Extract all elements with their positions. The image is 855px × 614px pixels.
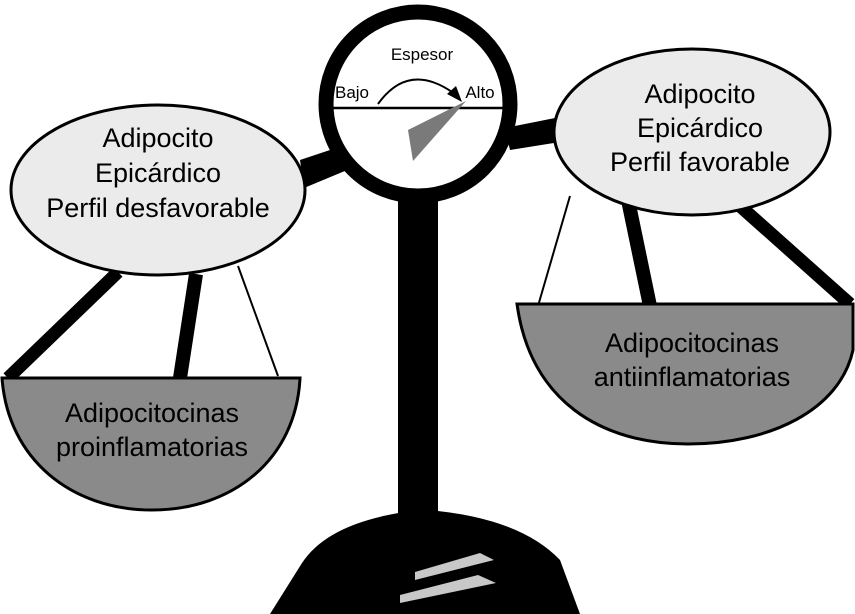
left-pan-line1: Adipocitocinas [65, 398, 239, 428]
right-string-outer [537, 195, 571, 307]
right-bubble-line3: Perfil favorable [610, 147, 790, 177]
right-bubble [552, 47, 832, 217]
left-bubble-line1: Adipocito [102, 123, 213, 153]
base-stripe-upper [415, 553, 494, 580]
right-pan-line2: antiinflamatorias [594, 362, 791, 392]
right-bubble-line1: Adipocito [644, 79, 755, 109]
left-bubble [9, 103, 307, 277]
gauge-dial [318, 4, 518, 204]
gauge-high-label: Alto [465, 83, 494, 102]
left-string-outer [3, 267, 123, 383]
left-string-inner [237, 265, 279, 377]
beam-right [505, 118, 560, 150]
thickness-gauge: Espesor Bajo Alto [318, 4, 518, 204]
left-bubble-line2: Epicárdico [95, 158, 221, 188]
gauge-needle [408, 101, 466, 161]
right-pan [515, 302, 855, 446]
scale-base [270, 510, 580, 614]
gauge-arc [377, 78, 453, 105]
gauge-title: Espesor [391, 45, 454, 64]
base-stripe-lower [400, 575, 496, 603]
left-bubble-line3: Perfil desfavorable [46, 193, 270, 223]
left-string-middle [173, 272, 203, 380]
gauge-low-label: Bajo [335, 83, 369, 102]
gauge-arrowhead [447, 86, 462, 102]
right-string-middle [621, 198, 657, 308]
right-string-inner [735, 201, 855, 309]
right-bubble-line2: Epicárdico [637, 113, 763, 143]
right-pan-line1: Adipocitocinas [605, 328, 779, 358]
center-pole [398, 178, 438, 523]
left-pan [0, 376, 302, 512]
left-pan-line2: proinflamatorias [56, 432, 248, 462]
